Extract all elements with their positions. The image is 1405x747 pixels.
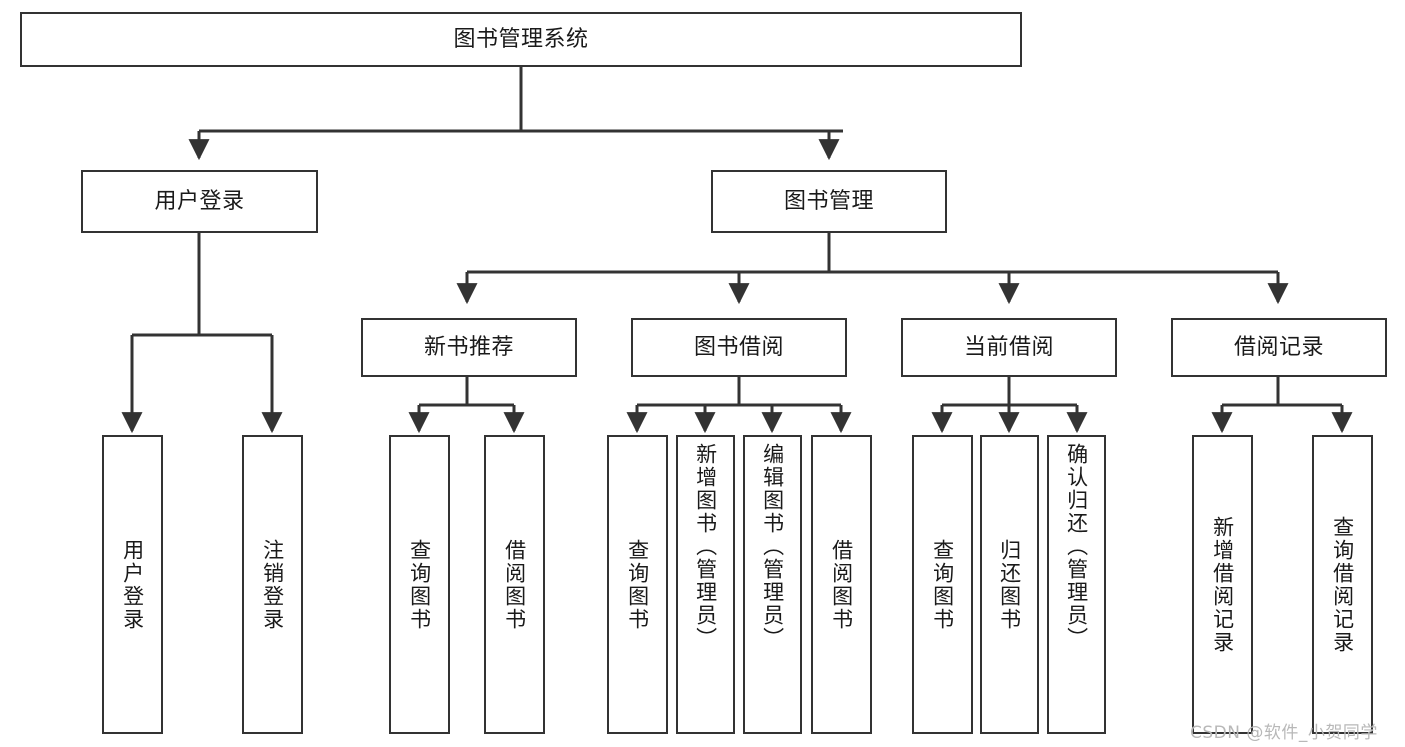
node-label: 查询图书 (625, 538, 650, 631)
leaf-query-books-current[interactable]: 查询图书 (912, 435, 973, 734)
node-root-book-management-system[interactable]: 图书管理系统 (20, 12, 1022, 67)
node-label: 查询图书 (407, 538, 432, 631)
node-label: 新增图书（管理员） (693, 443, 718, 650)
node-user-login[interactable]: 用户登录 (81, 170, 318, 233)
node-borrow-records[interactable]: 借阅记录 (1171, 318, 1387, 377)
node-label: 借阅图书 (829, 538, 854, 631)
node-label: 查询图书 (930, 538, 955, 631)
node-label: 编辑图书（管理员） (760, 443, 785, 650)
node-book-borrow[interactable]: 图书借阅 (631, 318, 847, 377)
node-new-book-recommend[interactable]: 新书推荐 (361, 318, 577, 377)
leaf-query-books-recommend[interactable]: 查询图书 (389, 435, 450, 734)
node-label: 确认归还（管理员） (1064, 443, 1089, 650)
leaf-query-borrow-record[interactable]: 查询借阅记录 (1312, 435, 1373, 734)
node-label: 用户登录 (120, 538, 145, 631)
leaf-borrow-books-recommend[interactable]: 借阅图书 (484, 435, 545, 734)
node-label: 借阅记录 (1233, 334, 1324, 360)
leaf-logout[interactable]: 注销登录 (242, 435, 303, 734)
leaf-return-books[interactable]: 归还图书 (980, 435, 1039, 734)
node-label: 当前借阅 (963, 334, 1054, 360)
node-book-management[interactable]: 图书管理 (711, 170, 947, 233)
node-label: 归还图书 (997, 538, 1022, 631)
node-current-borrow[interactable]: 当前借阅 (901, 318, 1117, 377)
leaf-confirm-return-admin[interactable]: 确认归还（管理员） (1047, 435, 1106, 734)
node-label: 查询借阅记录 (1330, 515, 1355, 654)
node-label: 图书管理 (783, 188, 874, 214)
leaf-user-login[interactable]: 用户登录 (102, 435, 163, 734)
leaf-query-books-borrow[interactable]: 查询图书 (607, 435, 668, 734)
node-label: 注销登录 (260, 538, 285, 631)
node-label: 用户登录 (154, 188, 245, 214)
node-label: 新书推荐 (423, 334, 514, 360)
node-label: 借阅图书 (502, 538, 527, 631)
leaf-edit-book-admin[interactable]: 编辑图书（管理员） (743, 435, 802, 734)
leaf-add-borrow-record[interactable]: 新增借阅记录 (1192, 435, 1253, 734)
leaf-add-book-admin[interactable]: 新增图书（管理员） (676, 435, 735, 734)
leaf-borrow-books-borrow[interactable]: 借阅图书 (811, 435, 872, 734)
node-label: 图书管理系统 (453, 26, 589, 52)
node-label: 新增借阅记录 (1210, 515, 1235, 654)
watermark: CSDN @软件_小贺同学 (1190, 723, 1378, 743)
node-label: 图书借阅 (693, 334, 784, 360)
